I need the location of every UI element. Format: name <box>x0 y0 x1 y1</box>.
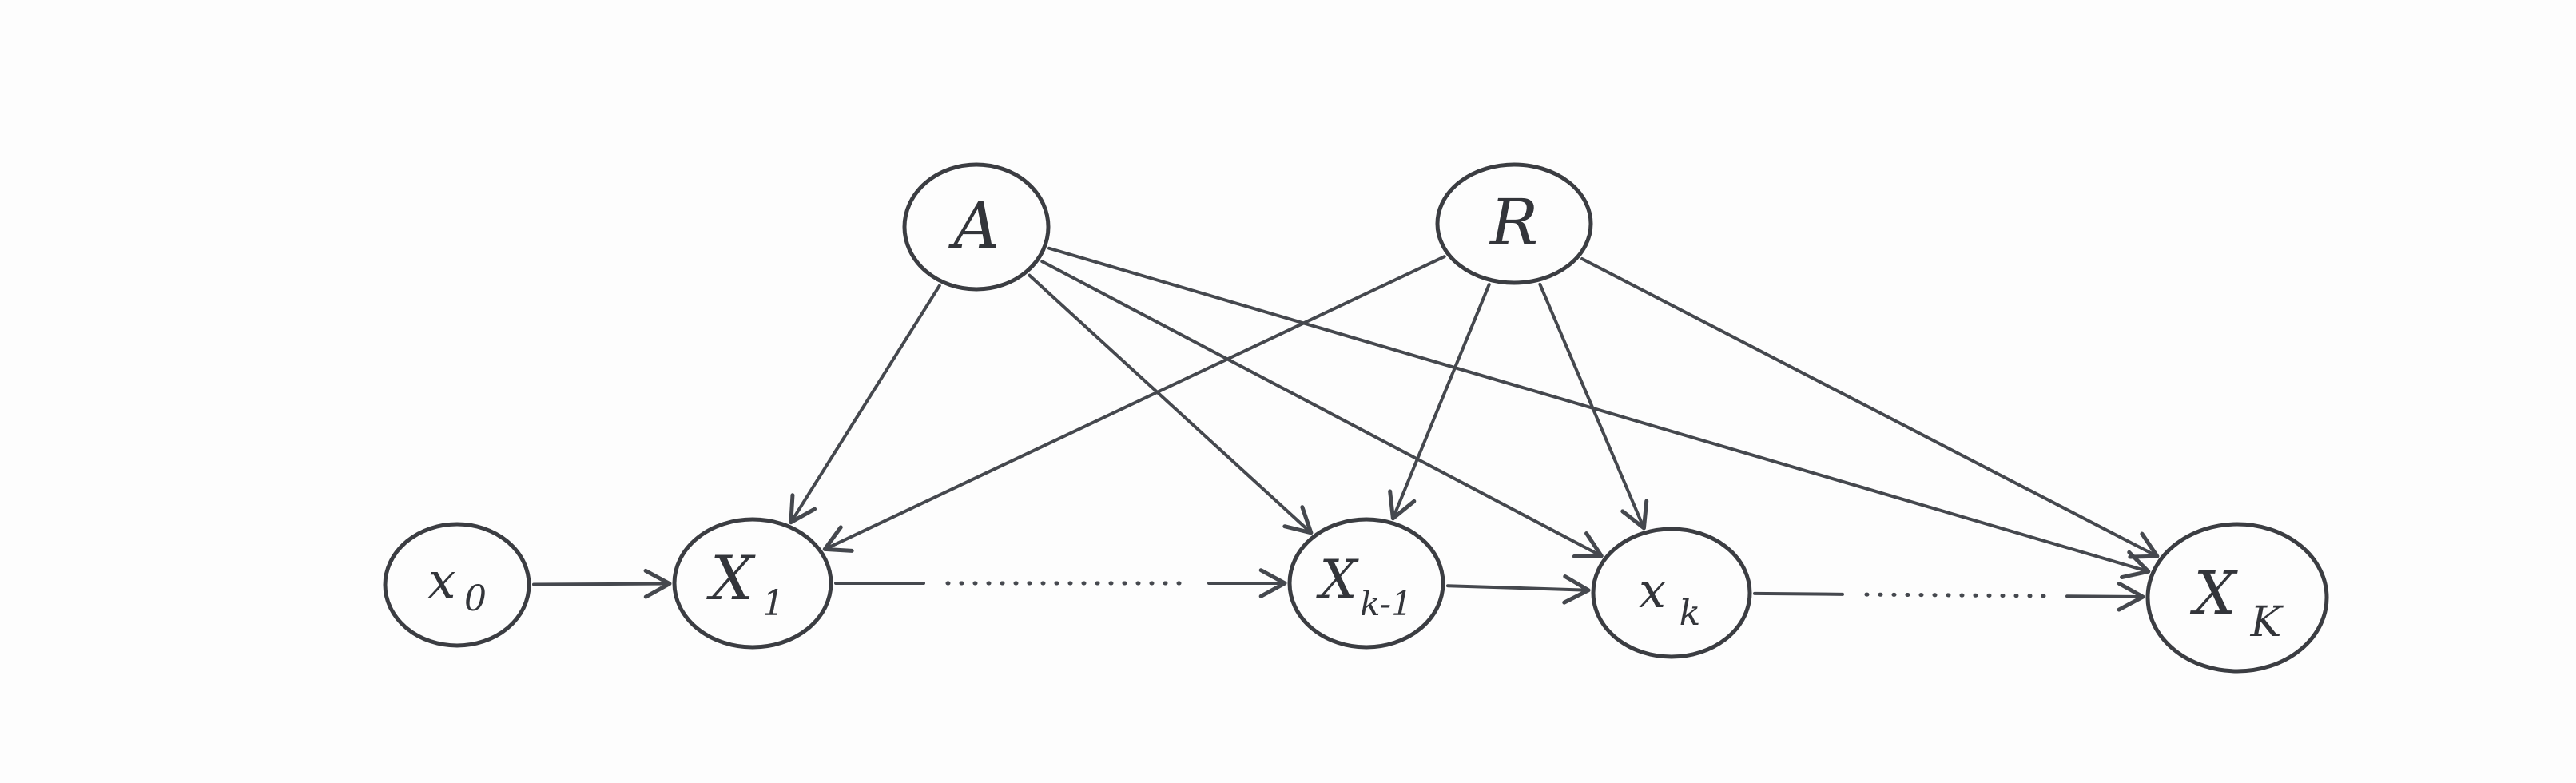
node-x1: X 1 <box>672 517 833 650</box>
node-xk-label: x <box>1639 563 1666 619</box>
edge-a-to-xk <box>1040 260 1604 558</box>
edge-r-to-x1-arrowhead <box>822 525 854 553</box>
node-x0-circle <box>383 522 531 648</box>
node-xk-minus-1-circle <box>1287 517 1445 650</box>
node-xk-circle <box>1591 527 1752 659</box>
node-x1-label: X <box>706 543 756 614</box>
edge-x0-to-x1-arrowhead <box>643 568 672 599</box>
edge-r-to-xk-arrowhead <box>1620 499 1649 531</box>
edge-a-to-xk-line <box>1047 246 2150 574</box>
node-xk-subscript: k <box>1680 593 1701 634</box>
node-xk-minus-1: X k-1 <box>1287 517 1445 650</box>
edge-xk-to-xk-shaft <box>2065 594 2145 599</box>
edge-r-to-xk1-line <box>1391 283 1491 520</box>
node-xk-final: X K <box>2145 522 2329 674</box>
edge-r-to-xk1-arrowhead <box>1388 489 1417 521</box>
node-a-circle <box>902 162 1051 292</box>
edge-r-to-xk-arrowhead <box>2128 531 2160 559</box>
edge-r-to-xk <box>1580 256 2160 559</box>
node-xk-minus-1-subscript: k-1 <box>1360 584 1413 623</box>
node-x1-circle <box>672 517 833 650</box>
edge-a-to-x1-line <box>789 284 941 524</box>
edge-r-to-x1 <box>822 255 1446 553</box>
edge-xk-to-xk-arrowhead <box>2117 581 2145 612</box>
edge-xk1-to-xk <box>1445 574 1591 605</box>
edge-xk-to-xk <box>1752 581 2145 612</box>
edge-xk-to-xk-dots <box>1864 592 2049 598</box>
node-x0: x 0 <box>383 522 531 648</box>
node-a-label: A <box>948 189 1000 263</box>
edge-a-to-xk1-line <box>1028 273 1313 535</box>
edge-a-to-x1-arrowhead <box>789 493 817 525</box>
node-a: A <box>902 162 1051 292</box>
edge-a-to-xk1-arrowhead <box>1282 505 1314 535</box>
edge-r-to-xk-line <box>1580 256 2159 558</box>
edge-x1-to-xk1-arrowhead <box>1258 568 1287 598</box>
edge-x0-to-x1 <box>531 568 672 599</box>
node-xk-final-label: X <box>2190 559 2239 628</box>
edge-xk1-to-xk-arrowhead <box>1562 574 1591 605</box>
edge-r-to-xk1 <box>1388 283 1491 521</box>
edge-a-to-xk-arrowhead <box>1572 531 1604 558</box>
edge-r-to-xk <box>1538 282 1649 531</box>
edge-x1-to-xk1 <box>834 568 1287 598</box>
node-xk-minus-1-label: X <box>1316 549 1360 610</box>
edge-r-to-xk-line <box>1538 282 1646 530</box>
edge-a-to-x1 <box>789 284 941 525</box>
node-r-circle <box>1435 162 1593 285</box>
edge-x0-to-x1-line <box>531 582 672 586</box>
node-xk-final-subscript: K <box>2250 598 2284 646</box>
node-xk-final-circle <box>2145 522 2329 674</box>
node-x1-subscript: 1 <box>762 583 785 624</box>
edge-xk1-to-xk-line <box>1445 584 1591 592</box>
node-r-label: R <box>1489 185 1538 260</box>
node-r: R <box>1435 162 1593 285</box>
node-xk: x k <box>1591 527 1752 659</box>
node-x0-label: x <box>428 551 456 610</box>
edges-layer <box>531 246 2160 612</box>
nodes-layer: A R x 0 X 1 X k-1 x k X K <box>383 162 2329 674</box>
edge-a-to-xk1 <box>1028 273 1314 535</box>
edge-a-to-xk-line <box>1040 260 1604 558</box>
node-x0-subscript: 0 <box>464 578 487 619</box>
edge-r-to-x1-line <box>823 255 1446 551</box>
